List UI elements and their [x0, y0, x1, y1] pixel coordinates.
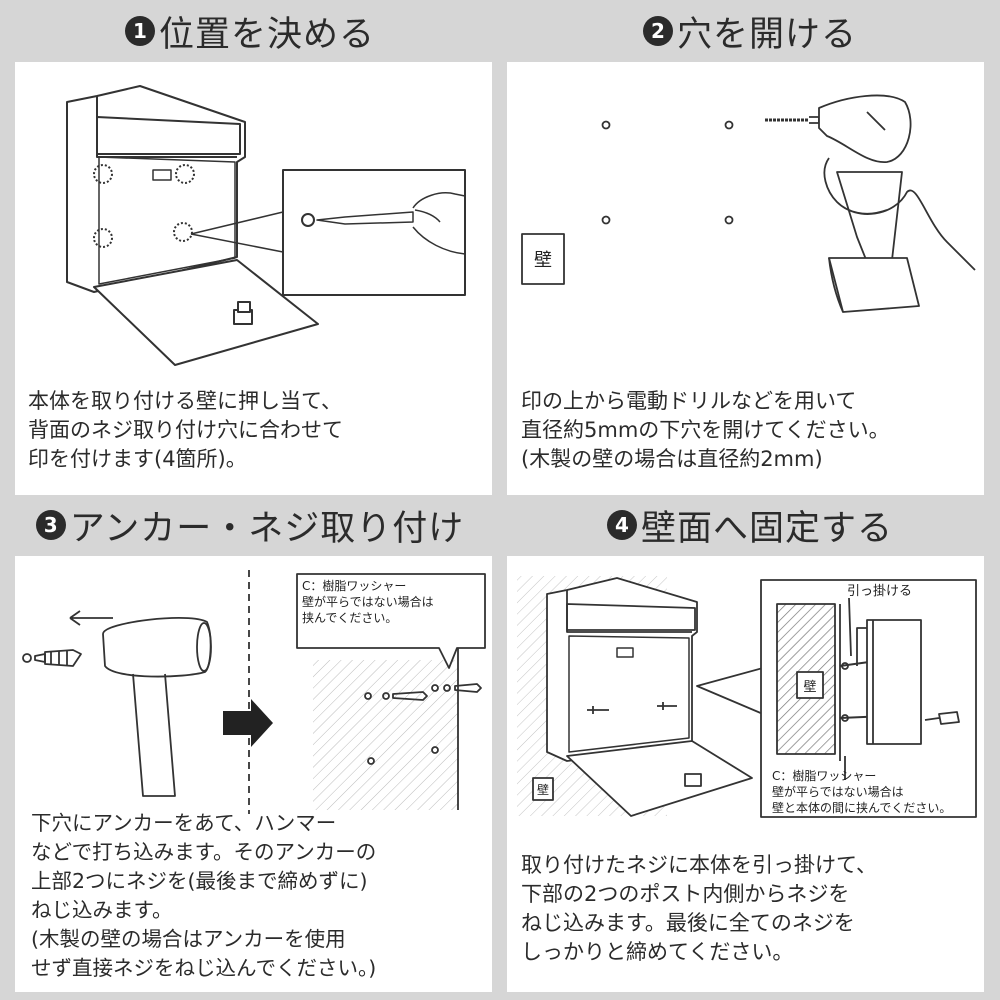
step-4-wall-label-detail: 壁	[803, 679, 817, 695]
step-1-description-line-3: 印を付けます(4箇所)。	[28, 447, 247, 471]
step-3-title-text: アンカー・ネジ取り付け	[69, 508, 465, 549]
step-1-panel: 本体を取り付ける壁に押し当て、 背面のネジ取り付け穴に合わせて 印を付けます(4…	[15, 62, 492, 495]
step-1-title-text: 位置を決める	[158, 14, 375, 55]
step-4-title: 4 壁面へ固定する	[500, 494, 1000, 556]
step-4-number-badge: 4	[606, 510, 637, 540]
step-4-wall-label-main: 壁	[536, 782, 549, 797]
step-1-number-badge: 1	[124, 16, 155, 46]
step-2-title: 2 穴を開ける	[500, 0, 1000, 62]
step-4-callout: C：樹脂ワッシャー 壁が平らではない場合は 壁と本体の間に挟んでください。	[772, 768, 951, 816]
step-4-description-line-3: ねじ込みます。最後に全てのネジを	[521, 911, 855, 935]
step-3-callout: C：樹脂ワッシャー 壁が平らではない場合は 挟んでください。	[302, 578, 434, 626]
step-4-panel: 壁 壁 引っ掛ける C：樹脂ワッシャー 壁が平らではない場合は 壁と本体の間に挟…	[507, 556, 984, 992]
step-2-wall-label: 壁	[534, 250, 552, 271]
step-3-description-line-1: 下穴にアンカーをあて、ハンマー	[31, 811, 337, 835]
step-1-title: 1 位置を決める	[0, 0, 500, 62]
step-3-description-line-5: (木製の壁の場合はアンカーを使用	[31, 927, 346, 951]
step-1-description: 本体を取り付ける壁に押し当て、 背面のネジ取り付け穴に合わせて 印を付けます(4…	[28, 387, 343, 474]
step-3-illustration	[22, 570, 486, 814]
step-3-number-badge: 3	[35, 510, 66, 540]
step-3-description-line-2: などで打ち込みます。そのアンカーの	[31, 840, 377, 864]
step-2-title-text: 穴を開ける	[676, 14, 857, 55]
step-2-illustration	[521, 94, 976, 313]
step-4-callout-line-3: 壁と本体の間に挟んでください。	[772, 801, 952, 815]
step-3-description-line-6: せず直接ネジをねじ込んでください。)	[31, 956, 377, 980]
step-3-description: 下穴にアンカーをあて、ハンマー などで打ち込みます。そのアンカーの 上部2つにネ…	[31, 809, 376, 983]
step-3-description-line-3: 上部2つにネジを(最後まで締めずに)	[31, 869, 368, 893]
step-4-description: 取り付けたネジに本体を引っ掛けて、 下部の2つのポスト内側からネジを ねじ込みま…	[521, 851, 877, 967]
step-4-description-line-2: 下部の2つのポスト内側からネジを	[521, 882, 850, 906]
step-2-description-line-3: (木製の壁の場合は直径約2mm)	[521, 447, 823, 471]
step-2-panel: 壁 印の上から電動ドリルなどを用いて 直径約5mmの下穴を開けてください。 (木…	[507, 62, 984, 495]
step-1-illustration	[66, 85, 466, 366]
step-3-title: 3 アンカー・ネジ取り付け	[0, 494, 500, 556]
step-4-description-line-4: しっかりと締めてください。	[521, 940, 794, 964]
step-2-description-line-2: 直径約5mmの下穴を開けてください。	[521, 418, 890, 442]
step-3-callout-line-2: 壁が平らではない場合は	[302, 595, 434, 609]
step-3-description-line-4: ねじ込みます。	[31, 898, 173, 922]
step-4-description-line-1: 取り付けたネジに本体を引っ掛けて、	[521, 853, 877, 877]
step-1-description-line-2: 背面のネジ取り付け穴に合わせて	[28, 418, 343, 442]
step-4-hook-label: 引っ掛ける	[847, 584, 913, 599]
step-4-title-text: 壁面へ固定する	[640, 508, 893, 549]
step-3-callout-line-1: C：樹脂ワッシャー	[302, 579, 407, 593]
step-2-description: 印の上から電動ドリルなどを用いて 直径約5mmの下穴を開けてください。 (木製の…	[521, 387, 890, 474]
step-1-description-line-1: 本体を取り付ける壁に押し当て、	[28, 389, 342, 413]
step-4-callout-line-2: 壁が平らではない場合は	[772, 785, 904, 799]
step-4-illustration	[517, 576, 977, 818]
step-2-description-line-1: 印の上から電動ドリルなどを用いて	[521, 389, 857, 413]
step-3-callout-line-3: 挟んでください。	[302, 611, 398, 625]
step-4-callout-line-1: C：樹脂ワッシャー	[772, 769, 877, 783]
step-2-number-badge: 2	[642, 16, 673, 46]
step-3-panel: C：樹脂ワッシャー 壁が平らではない場合は 挟んでください。 下穴にアンカーをあ…	[15, 556, 492, 992]
